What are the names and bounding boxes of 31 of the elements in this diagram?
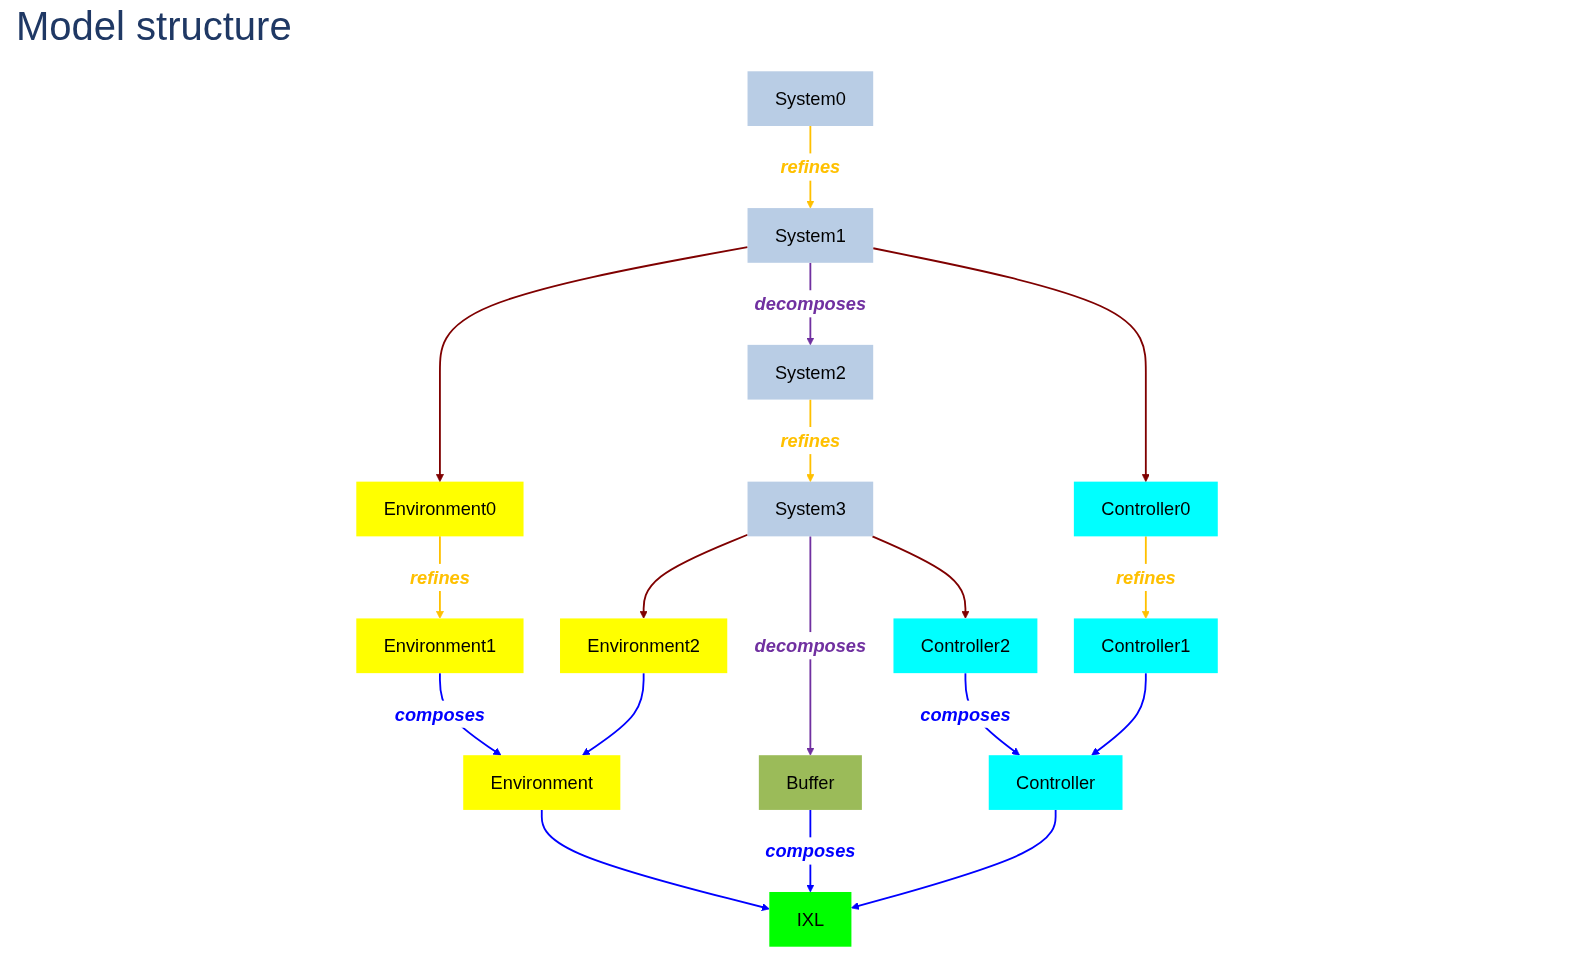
node-box: System2: [747, 344, 874, 400]
node-box: Buffer: [758, 755, 862, 810]
edge-label: composes: [765, 840, 856, 861]
arrow: [582, 672, 645, 756]
node-box: System1: [747, 208, 874, 263]
node-box: Environment: [463, 755, 621, 810]
node-box: Controller2: [893, 618, 1038, 674]
arrow: [639, 533, 749, 619]
edge-label: refines: [780, 430, 841, 451]
node-box: Environment0: [356, 481, 524, 537]
node-box: System3: [747, 481, 874, 537]
arrow: [435, 246, 749, 482]
arrow: [1091, 672, 1147, 756]
arrow: [851, 809, 1057, 910]
edge-label: decomposes: [754, 293, 867, 314]
edge-label: composes: [394, 704, 485, 725]
node-box: Controller1: [1073, 618, 1218, 674]
node-box: Environment1: [356, 618, 524, 674]
arrow: [540, 809, 770, 911]
node-box: Controller: [988, 755, 1123, 810]
edge-label: decomposes: [754, 635, 867, 656]
edge-label: composes: [920, 704, 1011, 725]
node-box: Controller0: [1073, 481, 1218, 537]
edge-label: refines: [1115, 567, 1176, 588]
arrow: [871, 535, 970, 619]
arrow: [872, 247, 1150, 482]
node-box: System0: [747, 71, 874, 126]
node-box: IXL: [769, 892, 852, 947]
node-box: Environment2: [559, 618, 728, 674]
edge-label: refines: [780, 157, 841, 178]
edge-label: refines: [409, 567, 470, 588]
